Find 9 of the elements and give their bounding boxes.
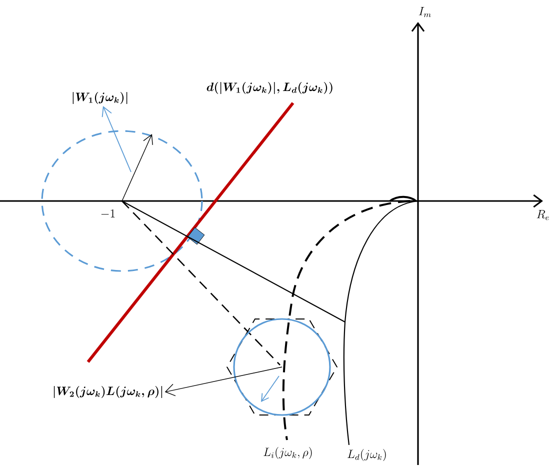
leader-line: [164, 366, 282, 396]
formula-label: $|W_2(j\omega_k)L(j\omega_k,\rho)|$: [54, 386, 162, 398]
math-label: $d(|W_1(j\omega_k)|,L_d(j\omega_k))$: [206, 82, 332, 94]
math-label: $I_m$: [418, 7, 431, 18]
math-label: $L_i(j\omega_k,\rho)$: [264, 447, 312, 459]
math-label: $|W_1(j\omega_k)|$: [72, 92, 128, 104]
math-label: $R_e$: [536, 210, 549, 220]
math-label: $-1$: [101, 209, 115, 218]
math-label: $L_d(j\omega_k)$: [348, 449, 386, 461]
